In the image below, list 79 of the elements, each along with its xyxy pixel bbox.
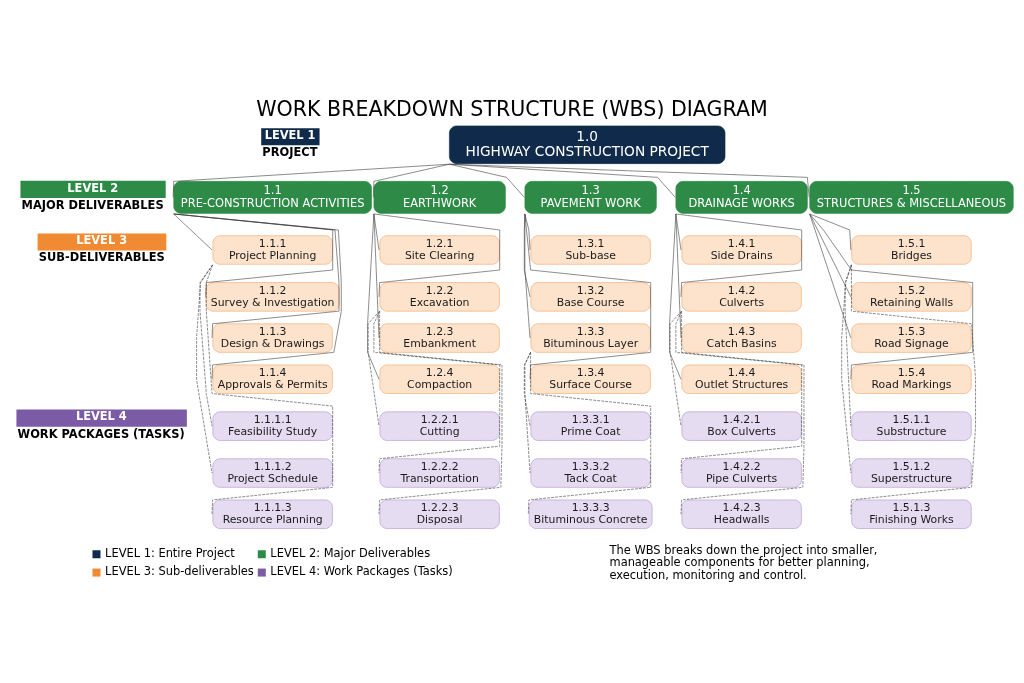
node-label: SUB-DELIVERABLES [38,250,165,265]
connector [841,264,852,474]
node-box: LEVEL 4 [16,409,187,427]
node-box: 1.2.2.3 Disposal [379,499,500,529]
legend-label: LEVEL 2: Major Deliverables [270,546,431,561]
node-box: 1.2.4 Compaction [379,364,500,394]
connector [528,352,651,515]
node-box: 1.1 PRE-CONSTRUCTION ACTIVITIES [173,181,372,214]
node-box: 1.5.4 Road Markings [851,364,972,394]
node-box: 1.4.3 Catch Basins [681,323,802,353]
node-box: 1.5 STRUCTURES & MISCELLANEOUS [809,181,1014,214]
node-box: 1.5.1.1 Substructure [851,411,972,441]
node-box: 1.1.2 Survey & Investigation [205,282,340,312]
node-box: 1.5.2 Retaining Walls [851,282,972,312]
connector [524,352,531,474]
node-box-text: LEVEL 1 [261,128,320,146]
connector [449,163,525,198]
node-box: 1.4.2.1 Box Culverts [681,411,802,441]
legend-label: LEVEL 1: Entire Project [105,546,235,561]
node-box: 1.1.1.3 Resource Planning [212,499,333,529]
node-box: 1.4.1 Side Drains [681,235,802,265]
connector [373,213,380,339]
node-box: 1.2.2 Excavation [379,282,500,312]
node-box: 1.1.1.1 Feasibility Study [212,411,333,441]
node-box: 1.4.2 Culverts [681,282,802,312]
node-box: 1.0 HIGHWAY CONSTRUCTION PROJECT [449,125,726,164]
connector [196,264,213,474]
connector [669,310,682,427]
node-box: 1.1.1 Project Planning [212,235,333,265]
node-label: MAJOR DELIVERABLES [21,197,164,212]
node-box: 1.1.1.2 Project Schedule [212,458,333,488]
node-box: 1.5.1.3 Finishing Works [851,499,972,529]
node-box: 1.2.2.2 Transportation [379,458,500,488]
connector [449,163,676,198]
connector [809,213,852,339]
node-box: 1.4 DRAINAGE WORKS [675,181,808,214]
node-box: 1.4.2.3 Headwalls [681,499,802,529]
node-box: 1.3.3.1 Prime Coat [530,411,651,441]
node-box: 1.2 EARTHWORK [373,181,506,214]
connector [373,163,450,198]
connector [809,213,852,298]
node-box: 1.3.2 Base Course [530,282,651,312]
label: The WBS breaks down the project into smaller, manageable components for better planning, execution, monitoring and control. [609,542,878,582]
node-box: 1.5.1.2 Superstructure [851,458,972,488]
node-box: 1.3.4 Surface Course [530,364,651,394]
diagram-title: WORK BREAKDOWN STRUCTURE (WBS) DIAGRAM [256,97,768,122]
connector [173,213,213,251]
connector [449,163,810,198]
node-box: 1.3.1 Sub-base [530,235,651,265]
connector [373,310,500,474]
node-box: 1.2.2.1 Cutting [379,411,500,441]
connector [378,310,503,515]
node-box: 1.2.1 Site Clearing [379,235,500,265]
connector [675,213,802,298]
node-box: 1.3.3.3 Bituminous Concrete [528,499,653,529]
node-box: LEVEL 3 [37,233,167,251]
connector [367,310,380,427]
node-box: 1.3.3 Bituminous Layer [530,323,651,353]
node-label: WORK PACKAGES (TASKS) [17,426,185,441]
connector [173,213,333,298]
node-box: 1.5.3 Road Signage [851,323,972,353]
node-box: 1.5.1 Bridges [851,235,972,265]
legend-label: LEVEL 3: Sub-deliverables [105,564,254,579]
connector [172,163,450,198]
node-box: 1.4.2.2 Pipe Culverts [681,458,802,488]
connector [373,213,500,298]
node-box: 1.4.4 Outlet Structures [681,364,802,394]
node-box: 1.3.3.2 Tack Coat [530,458,651,488]
node-box: 1.1.4 Approvals & Permits [212,364,333,394]
node-box: 1.1.3 Design & Drawings [212,323,333,353]
node-box: LEVEL 2 [20,180,166,198]
connector [367,213,380,380]
connector [675,213,682,339]
connector [809,213,852,251]
node-label: PROJECT [262,145,318,160]
node-box: 1.2.3 Embankment [379,323,500,353]
node-box: 1.3 PAVEMENT WORK [524,181,657,214]
connector [669,213,682,380]
legend-label: LEVEL 4: Work Packages (Tasks) [270,564,453,579]
